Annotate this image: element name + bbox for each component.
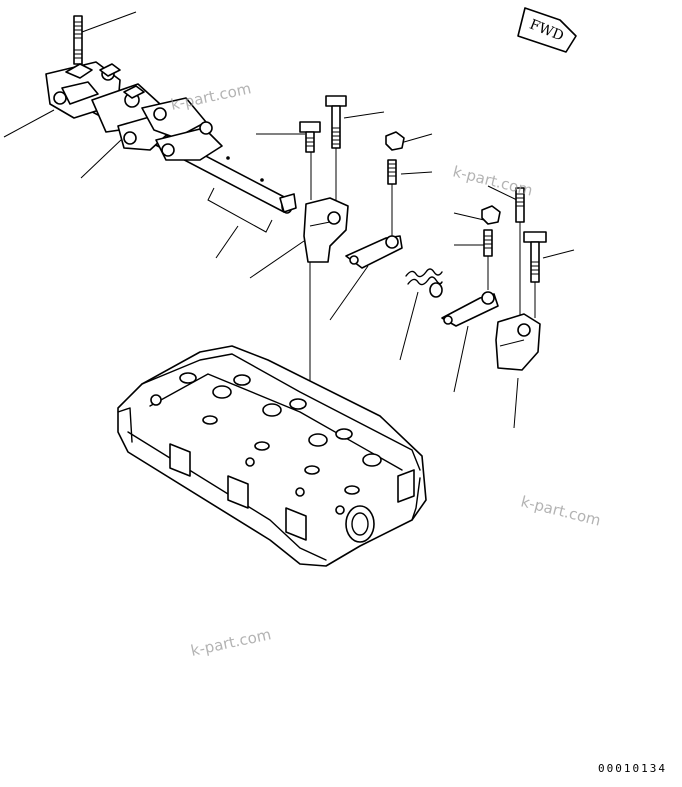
bolt-short [299, 121, 321, 153]
leader-line [400, 171, 433, 175]
cylinder-head [117, 345, 427, 567]
stud-right [483, 229, 493, 257]
bolt-long-right [515, 187, 525, 223]
shaft-bracket [207, 187, 273, 233]
spring [405, 268, 443, 298]
leader-line [215, 225, 239, 259]
leader-line [343, 111, 385, 119]
intake-port-2 [227, 475, 249, 509]
end-port [397, 469, 415, 503]
reference-number: 00010134 [598, 762, 667, 775]
leader-line [80, 138, 123, 179]
watermark: k-part.com [451, 162, 535, 199]
leader-line [453, 325, 469, 393]
stud [387, 159, 397, 185]
collar [279, 193, 297, 213]
leader-line [453, 212, 485, 221]
leader-line [542, 249, 575, 259]
rocker-arm-center [345, 235, 403, 269]
stud-bolt [73, 15, 83, 65]
intake-port-3 [285, 507, 307, 541]
watermark: k-part.com [169, 79, 253, 114]
leader-line [249, 240, 305, 279]
fwd-arrow: FWD [517, 7, 577, 53]
end-bore [345, 505, 375, 543]
watermark: k-part.com [519, 492, 603, 529]
leader-line [487, 185, 518, 201]
leader-line [81, 11, 137, 33]
watermark: k-part.com [189, 625, 273, 660]
leader-line [3, 109, 55, 138]
leader-line [399, 291, 419, 361]
rocker-arm-right [441, 291, 499, 327]
bolt-right [523, 231, 547, 283]
leader-lines [3, 11, 575, 460]
leader-line [329, 265, 369, 321]
bolt-long [325, 95, 347, 149]
leader-line [513, 377, 519, 429]
nut [385, 131, 405, 151]
rocker-support-right [495, 313, 541, 371]
nut-right [481, 205, 501, 225]
rocker-support-center [303, 197, 349, 263]
rocker-arm-assembly [45, 15, 293, 214]
intake-port-1 [169, 443, 191, 477]
